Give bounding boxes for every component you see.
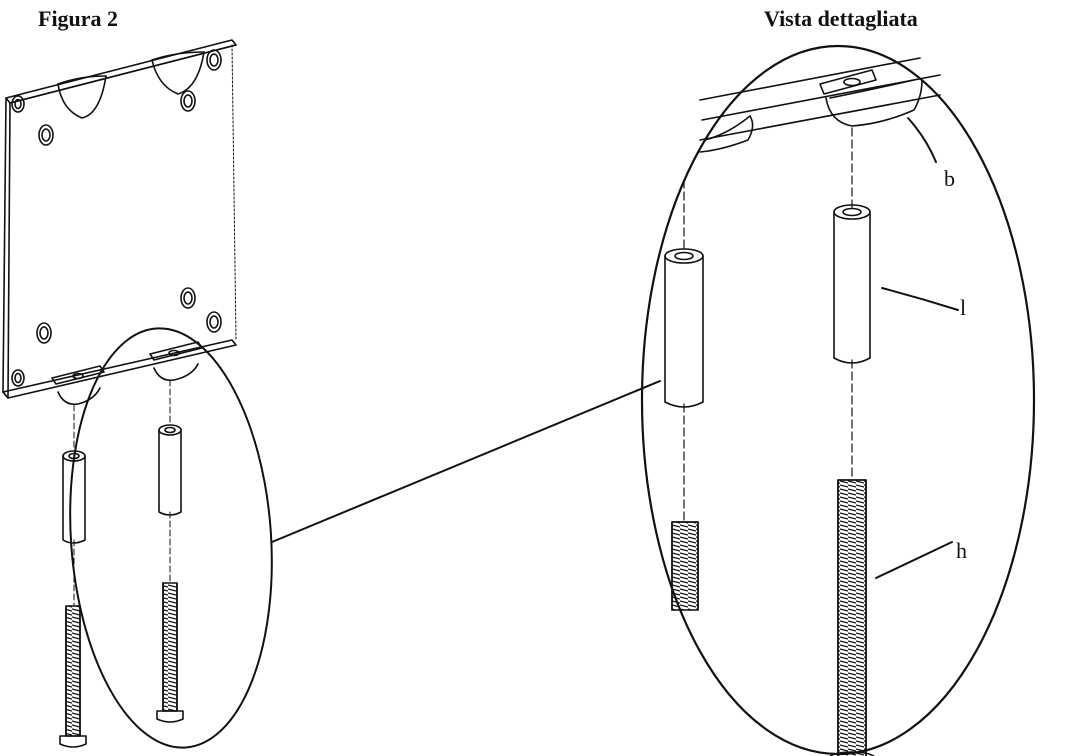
- callout-screw-label: h: [956, 538, 967, 563]
- mounting-plate: [2, 39, 237, 406]
- detail-view: [664, 57, 959, 756]
- detail-view-title: Vista dettagliata: [764, 6, 918, 31]
- spacer-detail-right: [833, 204, 871, 364]
- figure-title: Figura 2: [38, 6, 119, 31]
- spacer-detail-left: [664, 248, 704, 408]
- callout-spacer-label: l: [960, 295, 967, 320]
- spacer-small-right: [158, 424, 182, 516]
- screw-detail-left: [671, 521, 699, 611]
- screw-small-left: [59, 605, 87, 748]
- detail-circle-large: [640, 44, 1036, 756]
- screw-detail-right: [829, 479, 875, 756]
- callout-bracket-label: b: [944, 166, 955, 191]
- screw-small-right: [156, 582, 184, 723]
- detail-circle-small: [69, 327, 273, 749]
- detail-connector-line: [271, 380, 661, 543]
